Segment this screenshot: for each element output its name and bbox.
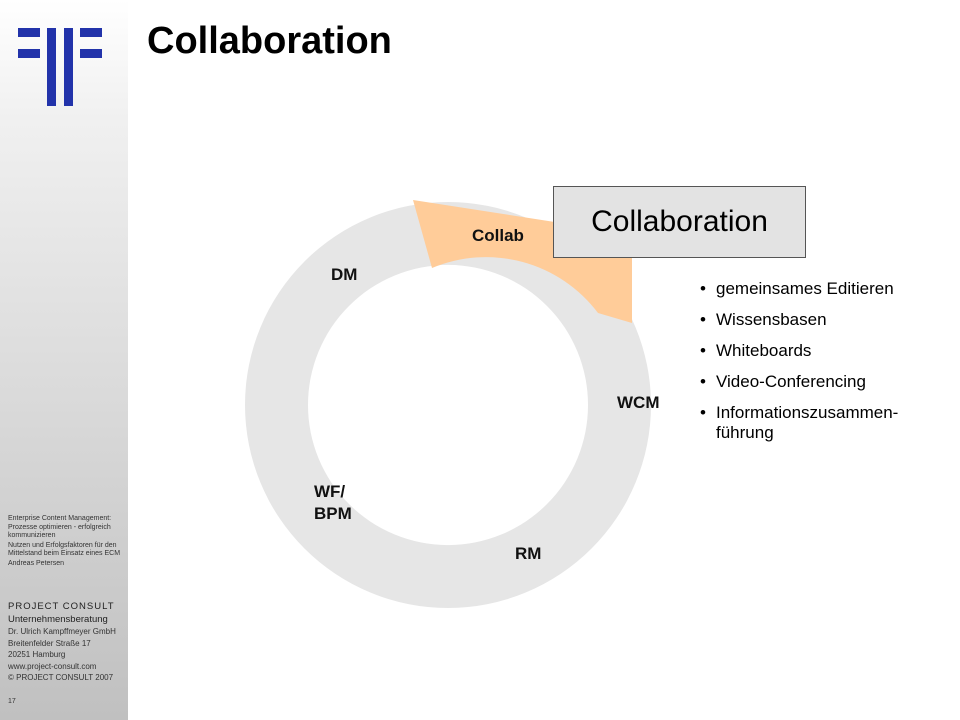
bullet-icon: • bbox=[700, 310, 706, 329]
segment-label-wcm: WCM bbox=[617, 393, 660, 412]
segment-label-rm: RM bbox=[515, 544, 542, 563]
contact-line: Dr. Ulrich Kampffmeyer GmbH bbox=[8, 627, 116, 636]
bullet-icon: • bbox=[700, 279, 706, 298]
list-item: •Wissensbasen bbox=[700, 310, 827, 329]
ring-base bbox=[245, 202, 651, 608]
segment-label-collab: Collab bbox=[472, 226, 524, 245]
page-number: 17 bbox=[8, 698, 16, 705]
sidebar: Enterprise Content Management: Prozesse … bbox=[0, 0, 128, 720]
bullet-icon: • bbox=[700, 403, 706, 422]
presentation-title: Enterprise Content Management: Prozesse … bbox=[8, 515, 112, 540]
contact-line: © PROJECT CONSULT 2007 bbox=[8, 673, 114, 682]
contact-line: www.project-consult.com bbox=[8, 661, 97, 671]
callout-box: Collaboration bbox=[553, 186, 806, 258]
presenter-name: Andreas Petersen bbox=[8, 559, 65, 567]
page-title: Collaboration bbox=[147, 20, 392, 62]
list-item: •gemeinsames Editieren bbox=[700, 279, 894, 298]
company-name: PROJECT CONSULT bbox=[8, 601, 115, 612]
contact-line: Breitenfelder Straße 17 bbox=[8, 638, 91, 648]
segment-label-dm: DM bbox=[331, 265, 358, 284]
segment-label-wf-bpm: WF/ BPM bbox=[314, 482, 352, 523]
company-contact: PROJECT CONSULT Unternehmensberatung Dr.… bbox=[8, 600, 126, 684]
company-subtitle: Unternehmensberatung bbox=[8, 614, 108, 625]
presentation-info: Enterprise Content Management: Prozesse … bbox=[8, 515, 126, 570]
presentation-subtitle: Nutzen und Erfolgsfaktoren für den Mitte… bbox=[8, 541, 121, 558]
list-item: •Video-Conferencing bbox=[700, 372, 866, 391]
bullet-icon: • bbox=[700, 372, 706, 391]
bullet-icon: • bbox=[700, 341, 706, 360]
contact-line: 20251 Hamburg bbox=[8, 650, 66, 659]
list-item: •Whiteboards bbox=[700, 341, 812, 360]
company-logo bbox=[18, 28, 108, 108]
list-item: •Informationszusammen- führung bbox=[700, 403, 899, 442]
feature-list: •gemeinsames Editieren •Wissensbasen •Wh… bbox=[700, 279, 960, 454]
